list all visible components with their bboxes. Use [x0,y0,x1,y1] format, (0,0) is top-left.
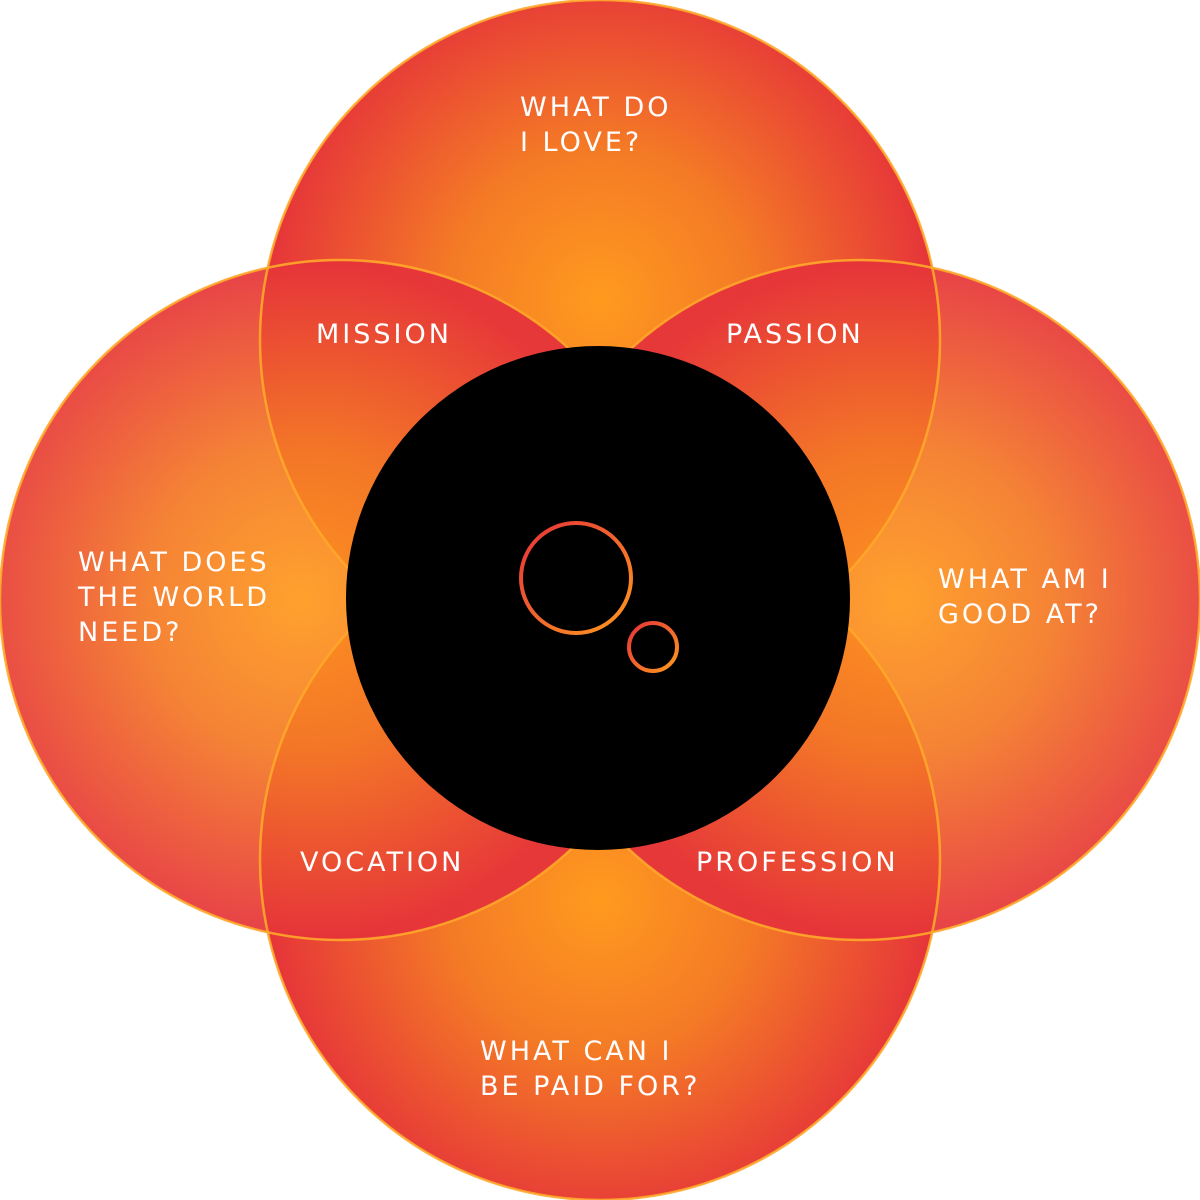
label-what-can-i-be-paid-for: WHAT CAN I BE PAID FOR? [480,1036,701,1102]
label-what-do-i-love: WHAT DO I LOVE? [520,92,672,158]
label-vocation: VOCATION [300,847,465,878]
logo-ring-large [519,521,633,635]
label-what-am-i-good-at: WHAT AM I GOOD AT? [938,564,1112,630]
label-profession: PROFESSION [696,847,899,878]
logo-mark [519,521,679,673]
label-passion: PASSION [726,319,864,350]
logo-ring-small [627,621,679,673]
label-what-does-the-world-need: WHAT DOES THE WORLD NEED? [78,547,270,648]
label-mission: MISSION [316,319,452,350]
